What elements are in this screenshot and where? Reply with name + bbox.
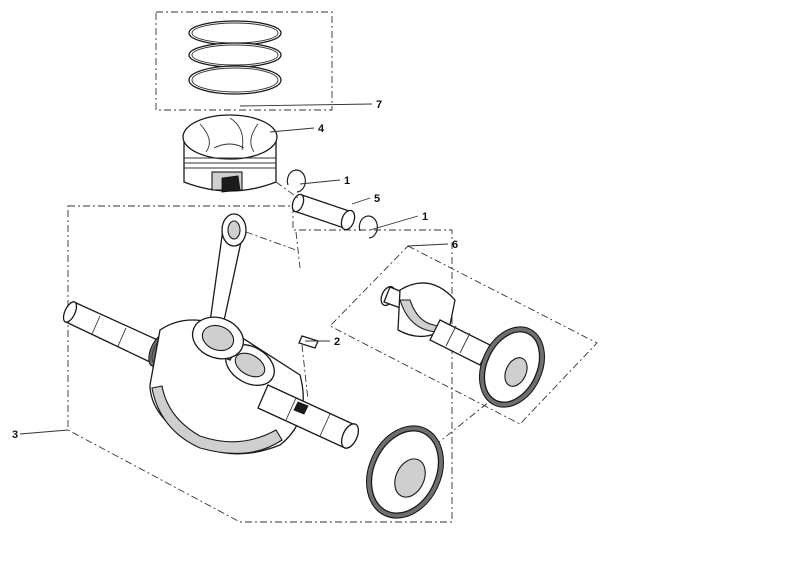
piston bbox=[182, 114, 278, 193]
woodruff-key bbox=[298, 335, 319, 349]
crankshaft bbox=[62, 301, 360, 455]
circlip-right bbox=[358, 215, 378, 239]
callout-1-upper: 1 bbox=[344, 175, 350, 187]
piston-pin bbox=[291, 193, 356, 231]
callout-6: 6 bbox=[452, 239, 458, 251]
crankshaft-gear bbox=[366, 425, 444, 519]
callout-5: 5 bbox=[374, 193, 380, 205]
callout-1-lower: 1 bbox=[422, 211, 428, 223]
balancer-shaft-box bbox=[329, 245, 598, 425]
callout-7: 7 bbox=[376, 99, 382, 111]
callout-4: 4 bbox=[318, 123, 325, 135]
balancer-shaft bbox=[380, 282, 545, 408]
callout-3: 3 bbox=[12, 429, 18, 441]
piston-ring-set-box bbox=[155, 11, 333, 111]
piston-rings bbox=[188, 20, 282, 95]
connecting-rod bbox=[191, 213, 247, 361]
callout-2: 2 bbox=[334, 336, 340, 348]
circlip-left bbox=[286, 169, 306, 193]
